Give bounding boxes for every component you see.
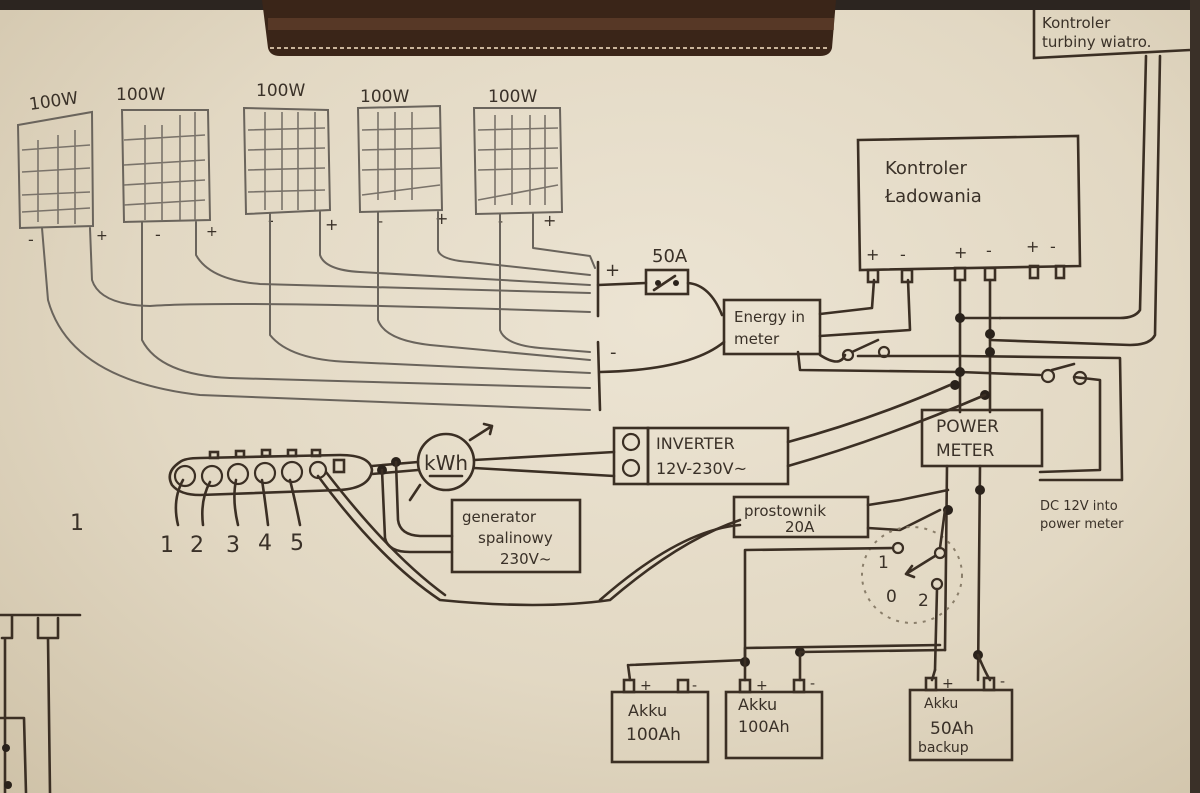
charge-controller-label-1: Kontroler (885, 158, 967, 179)
terminal-label: + (866, 245, 879, 264)
rectifier: prostownik 20A (598, 488, 950, 602)
battery-3: + - Akku 50Ah backup (908, 650, 1014, 762)
bus-plus-label: + (605, 260, 620, 281)
wind-turbine-controller: Kontroler turbiny wiatro. (988, 10, 1191, 347)
panel-rating: 100W (116, 85, 165, 105)
panel-rating: 100W (256, 81, 305, 101)
battery-1: + - Akku 100Ah (610, 658, 747, 764)
battery-neg-label: - (1000, 674, 1005, 690)
solar-panel-3: 100W - + (242, 81, 338, 234)
battery-neg-label: - (810, 676, 815, 692)
battery-pos-label: + (640, 678, 652, 694)
terminal-label: - (986, 241, 992, 260)
rectifier-label-1: prostownik (744, 502, 826, 520)
dc-bus (796, 278, 1124, 482)
terminal-label: - (900, 245, 906, 264)
switch-position-0: 0 (886, 587, 897, 607)
breaker-rating: 50A (652, 246, 688, 267)
battery-label-2: 50Ah (930, 719, 974, 739)
panel-rating: 100W (28, 88, 80, 115)
solar-panel-5: 100W - + (472, 87, 564, 230)
inverter-label-2: 12V-230V~ (656, 459, 747, 478)
power-meter-note-1: DC 12V into (1040, 499, 1118, 514)
kwh-label: kWh (424, 451, 468, 475)
energy-meter-label-1: Energy in (734, 308, 805, 326)
panel-neg-label: - (378, 214, 383, 230)
panel-pos-label: + (325, 215, 338, 234)
switch-position-1: 1 (878, 553, 889, 573)
wind-controller-label-2: turbiny wiatro. (1042, 33, 1151, 51)
solar-panel-1: 100W - + (16, 88, 108, 249)
kwh-meter: kWh (370, 422, 616, 554)
panel-rating: 100W (488, 87, 537, 107)
panel-rating: 100W (360, 87, 409, 107)
panel-pos-label: + (96, 228, 108, 244)
generator-label-3: 230V~ (500, 550, 551, 568)
battery-neg-label: - (692, 678, 697, 694)
energy-meter-label-2: meter (734, 330, 780, 348)
socket-label-5: 5 (290, 531, 304, 556)
selector-switch: 1 0 2 (743, 508, 963, 672)
generator: generator spalinowy 230V~ (450, 498, 582, 574)
inverter-label-1: INVERTER (656, 434, 735, 453)
battery-2: + - Akku 100Ah (724, 643, 947, 760)
charge-controller: Kontroler Ładowania + - + - + - (856, 134, 1082, 284)
battery-label-3: backup (918, 740, 969, 756)
battery-label-1: Akku (924, 696, 958, 712)
socket-label-3: 3 (226, 533, 240, 558)
generator-label-1: generator (462, 508, 537, 526)
power-meter-note-2: power meter (1040, 517, 1124, 532)
solar-panel-4: 100W - + (356, 87, 448, 230)
breaker-50a: 50A (596, 246, 724, 317)
terminal-label: + (1026, 237, 1039, 256)
energy-in-meter: Energy in meter (598, 278, 912, 374)
rectifier-label-2: 20A (785, 518, 815, 536)
panel-neg-label: - (28, 230, 34, 249)
inverter: INVERTER 12V-230V~ (612, 383, 987, 486)
socket-label-1: 1 (160, 533, 174, 558)
panel-neg-label: - (155, 225, 161, 244)
panel-pos-label: + (206, 224, 218, 240)
battery-label-1: Akku (628, 701, 667, 720)
power-meter-label-1: POWER (936, 417, 999, 437)
terminal-label: - (1050, 237, 1056, 256)
solar-panel-2: 100W - + (116, 85, 218, 244)
power-meter-label-2: METER (936, 441, 995, 461)
power-strip: 1 2 3 4 5 (160, 448, 742, 607)
power-meter: POWER METER DC 12V into power meter (920, 408, 1124, 682)
socket-label-2: 2 (190, 533, 204, 558)
switch-position-2: 2 (918, 591, 929, 611)
generator-label-2: spalinowy (478, 529, 553, 547)
left-edge-sketch: 1 (0, 511, 84, 793)
charge-controller-label-2: Ładowania (884, 186, 982, 207)
bus-minus-label: - (610, 342, 617, 363)
wind-controller-label-1: Kontroler (1042, 14, 1111, 32)
battery-label-2: 100Ah (626, 725, 681, 745)
battery-pos-label: + (756, 678, 768, 694)
battery-pos-label: + (942, 676, 954, 692)
socket-label-4: 4 (258, 531, 272, 556)
battery-label-2: 100Ah (738, 717, 790, 736)
battery-label-1: Akku (738, 695, 777, 714)
margin-mark: 1 (70, 511, 84, 536)
terminal-label: + (954, 243, 967, 262)
panel-pos-label: + (543, 211, 556, 230)
panel-wiring: + - (41, 211, 620, 412)
